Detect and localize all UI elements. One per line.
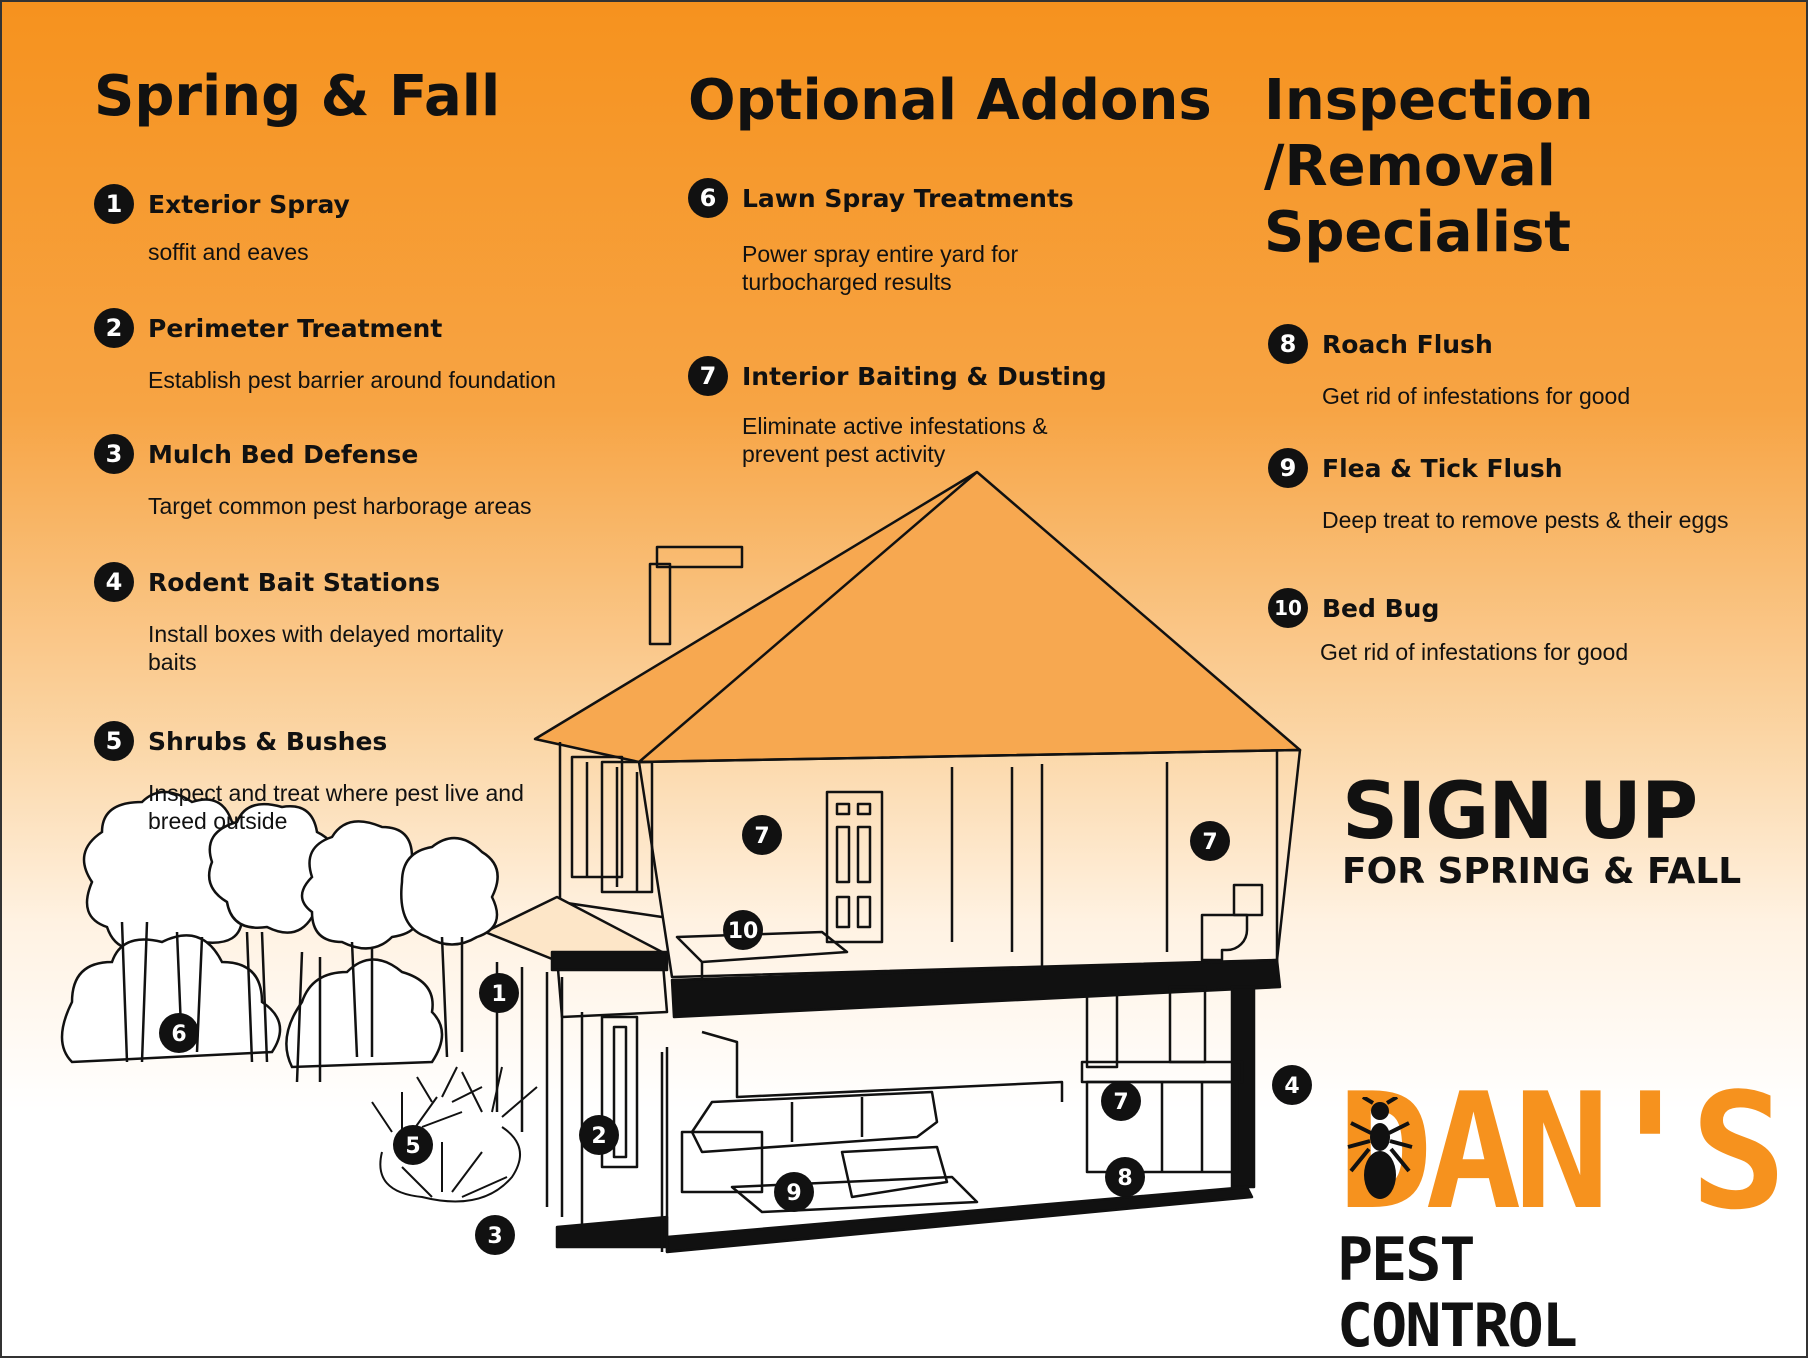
service-desc: Target common pest harborage areas xyxy=(148,493,532,519)
illustration-markers: 1 2 3 4 5 6 7 7 7 8 9 10 xyxy=(159,815,1312,1255)
chimney xyxy=(648,562,672,646)
badge-1: 1 xyxy=(94,184,134,224)
marker-7-upper-right: 7 xyxy=(1190,821,1230,861)
optional-addons-title: Optional Addons xyxy=(688,68,1212,133)
service-flea-tick-flush: 9 Flea & Tick Flush Deep treat to remove … xyxy=(1268,448,1748,534)
brand-name-top: DAN'S xyxy=(1337,1058,1787,1245)
marker-9: 9 xyxy=(774,1172,814,1212)
badge-2: 2 xyxy=(94,308,134,348)
service-name: Shrubs & Bushes xyxy=(148,726,388,756)
service-name: Mulch Bed Defense xyxy=(148,439,419,469)
marker-7c-label: 7 xyxy=(1113,1090,1128,1115)
service-desc: Get rid of infestations for good xyxy=(1322,383,1631,409)
service-desc: soffit and eaves xyxy=(148,239,309,265)
service-name: Perimeter Treatment xyxy=(148,313,443,343)
badge-4: 4 xyxy=(94,562,134,602)
marker-7-upper-left: 7 xyxy=(742,815,782,855)
signup-callout: SIGN UP FOR SPRING & FALL xyxy=(1342,772,1741,892)
badge-3: 3 xyxy=(94,434,134,474)
service-shrubs-bushes: 5 Shrubs & Bushes Inspect and treat where… xyxy=(94,721,564,835)
marker-10-label: 10 xyxy=(728,919,759,944)
service-lawn-spray: 6 Lawn Spray Treatments Power spray entir… xyxy=(688,178,1108,296)
service-mulch-bed-defense: 3 Mulch Bed Defense Target common pest ha… xyxy=(94,434,532,520)
marker-2: 2 xyxy=(579,1115,619,1155)
brand-name-bottom: PEST CONTROL xyxy=(1337,1225,1578,1358)
badge-8: 8 xyxy=(1268,324,1308,364)
brand-logo: DAN'S PEST CONTROL xyxy=(1337,1058,1787,1358)
marker-4-label: 4 xyxy=(1284,1074,1299,1099)
marker-7-kitchen: 7 xyxy=(1101,1081,1141,1121)
ant-icon xyxy=(1347,1097,1413,1199)
badge-7: 7 xyxy=(688,356,728,396)
service-interior-baiting: 7 Interior Baiting & Dusting Eliminate ac… xyxy=(688,356,1108,468)
service-perimeter-treatment: 2 Perimeter Treatment Establish pest barr… xyxy=(94,308,556,394)
marker-1-label: 1 xyxy=(491,982,506,1007)
service-desc: Eliminate active infestations & prevent … xyxy=(742,413,1048,467)
service-desc: Deep treat to remove pests & their eggs xyxy=(1322,507,1729,533)
service-name: Roach Flush xyxy=(1322,329,1493,359)
service-name: Exterior Spray xyxy=(148,189,350,219)
inspection-title: Inspection /Removal Specialist xyxy=(1264,68,1594,266)
marker-6: 6 xyxy=(159,1013,199,1053)
marker-4: 4 xyxy=(1272,1065,1312,1105)
marker-9-label: 9 xyxy=(786,1181,801,1206)
service-name: Flea & Tick Flush xyxy=(1322,453,1563,483)
marker-6-label: 6 xyxy=(171,1022,186,1047)
service-desc: Establish pest barrier around foundation xyxy=(148,367,556,393)
trees xyxy=(60,790,499,1083)
toilet xyxy=(1232,883,1264,917)
chimney-cap xyxy=(655,545,744,569)
upper-door xyxy=(825,790,884,944)
marker-7b-label: 7 xyxy=(1202,830,1217,855)
marker-8: 8 xyxy=(1105,1157,1145,1197)
service-bed-bug: 10 Bed Bug Get rid of infestations for go… xyxy=(1268,588,1748,666)
signup-subheading: FOR SPRING & FALL xyxy=(1342,851,1742,892)
spring-fall-title: Spring & Fall xyxy=(94,64,501,129)
shrubs xyxy=(371,1066,538,1203)
service-name: Interior Baiting & Dusting xyxy=(742,361,1107,391)
marker-5: 5 xyxy=(393,1125,433,1165)
marker-3-label: 3 xyxy=(487,1224,502,1249)
service-desc: Inspect and treat where pest live and br… xyxy=(148,780,524,834)
mid-floor xyxy=(670,958,1282,1019)
service-name: Rodent Bait Stations xyxy=(148,567,441,597)
service-desc: Install boxes with delayed mortality bai… xyxy=(148,621,504,675)
marker-1: 1 xyxy=(479,973,519,1013)
marker-7a-label: 7 xyxy=(754,824,769,849)
service-name: Lawn Spray Treatments xyxy=(742,183,1074,213)
marker-5-label: 5 xyxy=(405,1134,420,1159)
marker-3: 3 xyxy=(475,1215,515,1255)
badge-5: 5 xyxy=(94,721,134,761)
service-rodent-bait-stations: 4 Rodent Bait Stations Install boxes with… xyxy=(94,562,554,676)
badge-6: 6 xyxy=(688,178,728,218)
marker-2-label: 2 xyxy=(591,1124,606,1149)
service-roach-flush: 8 Roach Flush Get rid of infestations for… xyxy=(1268,324,1748,410)
marker-8-label: 8 xyxy=(1117,1166,1132,1191)
signup-heading: SIGN UP xyxy=(1342,767,1698,857)
badge-9: 9 xyxy=(1268,448,1308,488)
service-exterior-spray: 1 Exterior Spray soffit and eaves xyxy=(94,184,350,266)
coffee-table xyxy=(840,1145,949,1199)
badge-10: 10 xyxy=(1268,588,1308,628)
service-desc: Get rid of infestations for good xyxy=(1320,639,1629,665)
service-desc: Power spray entire yard for turbocharged… xyxy=(742,241,1019,295)
bed xyxy=(675,930,849,964)
service-name: Bed Bug xyxy=(1322,593,1440,623)
marker-10: 10 xyxy=(723,910,763,950)
sofa xyxy=(690,1090,939,1154)
